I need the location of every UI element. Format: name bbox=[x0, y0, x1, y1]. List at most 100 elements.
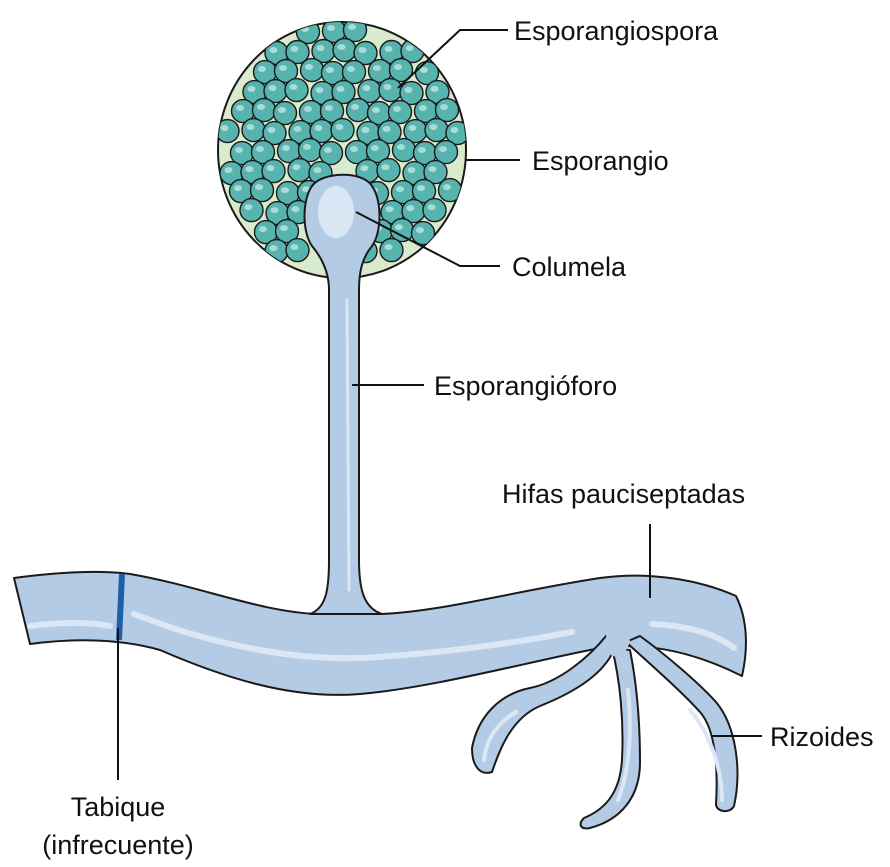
spore-highlight bbox=[419, 105, 427, 111]
spore-highlight bbox=[269, 85, 277, 91]
spore-highlight bbox=[361, 165, 369, 171]
spore-highlight bbox=[409, 125, 417, 131]
spore-highlight bbox=[221, 125, 229, 131]
spore-highlight bbox=[303, 144, 311, 150]
spore-highlight bbox=[371, 145, 379, 151]
spore bbox=[391, 219, 414, 242]
spore-highlight bbox=[336, 124, 344, 130]
spore-highlight bbox=[439, 146, 447, 152]
spore bbox=[320, 142, 343, 165]
spore-highlight bbox=[396, 186, 404, 192]
spore-highlight bbox=[362, 127, 370, 133]
spore-highlight bbox=[279, 65, 287, 71]
spore bbox=[435, 141, 458, 164]
spore-highlight bbox=[315, 125, 323, 131]
spore-highlight bbox=[327, 25, 335, 31]
label-hifas: Hifas pauciseptadas bbox=[502, 479, 745, 509]
spore bbox=[343, 61, 366, 84]
spore-highlight bbox=[405, 87, 413, 93]
spore bbox=[240, 199, 263, 222]
spore-highlight bbox=[351, 104, 359, 110]
spore-highlight bbox=[429, 166, 437, 172]
spore-highlight bbox=[293, 164, 301, 170]
spore-highlight bbox=[406, 45, 414, 51]
spore-highlight bbox=[383, 126, 391, 132]
spore bbox=[380, 239, 403, 262]
spore-highlight bbox=[291, 46, 299, 52]
spore-highlight bbox=[407, 205, 415, 211]
spore bbox=[251, 179, 274, 202]
spore-highlight bbox=[385, 244, 393, 250]
spore-highlight bbox=[394, 64, 402, 70]
spore-highlight bbox=[384, 84, 392, 90]
spore bbox=[377, 159, 400, 182]
spore bbox=[285, 79, 308, 102]
spore bbox=[393, 139, 416, 162]
columella-highlight bbox=[318, 186, 354, 238]
sporangiophore bbox=[305, 175, 383, 614]
spore-highlight bbox=[255, 184, 263, 190]
spore-highlight bbox=[257, 104, 265, 110]
spore-highlight bbox=[395, 224, 403, 230]
spore-highlight bbox=[314, 167, 322, 173]
spore-highlight bbox=[430, 124, 438, 130]
spore-highlight bbox=[326, 67, 334, 73]
spore-highlight bbox=[348, 24, 356, 30]
label-esporangioforo: Esporangióforo bbox=[434, 371, 617, 401]
spore-highlight bbox=[451, 127, 459, 133]
spore bbox=[436, 99, 459, 122]
spore-highlight bbox=[294, 126, 302, 132]
spore-highlight bbox=[247, 124, 255, 130]
spore-highlight bbox=[235, 147, 243, 153]
spore-highlight bbox=[338, 44, 346, 50]
spore-highlight bbox=[248, 86, 256, 92]
spore-highlight bbox=[258, 66, 266, 72]
spore bbox=[288, 159, 311, 182]
spore-highlight bbox=[304, 106, 312, 112]
label-esporangiospora: Esporangiospora bbox=[514, 16, 719, 46]
spore bbox=[423, 199, 446, 222]
label-esporangio: Esporangio bbox=[532, 146, 669, 176]
spore-highlight bbox=[440, 104, 448, 110]
spore bbox=[347, 99, 370, 122]
spore-highlight bbox=[316, 87, 324, 93]
spore-highlight bbox=[385, 46, 393, 52]
spore-highlight bbox=[267, 165, 275, 171]
septum bbox=[119, 574, 122, 640]
spore bbox=[412, 222, 435, 245]
spore-highlight bbox=[270, 245, 278, 251]
spore-highlight bbox=[280, 225, 288, 231]
spore bbox=[389, 101, 412, 124]
spore-highlight bbox=[282, 145, 290, 151]
spore-highlight bbox=[386, 206, 394, 212]
spore-highlight bbox=[393, 106, 401, 112]
spore-highlight bbox=[270, 47, 278, 53]
spore-highlight bbox=[428, 204, 436, 210]
spore-highlight bbox=[292, 206, 300, 212]
spore-highlight bbox=[234, 185, 242, 191]
stalk-highlight bbox=[347, 300, 349, 590]
spore-highlight bbox=[246, 166, 254, 172]
spore-highlight bbox=[443, 184, 451, 190]
spore-highlight bbox=[225, 167, 233, 173]
spore-highlight bbox=[420, 67, 428, 73]
spore bbox=[274, 102, 297, 125]
spore-highlight bbox=[347, 66, 355, 72]
spore bbox=[216, 120, 239, 143]
label-columela: Columela bbox=[512, 252, 627, 282]
spore-highlight bbox=[431, 86, 439, 92]
label-infrecuente: (infrecuente) bbox=[42, 830, 194, 860]
spore bbox=[242, 119, 265, 142]
spore-highlight bbox=[259, 226, 267, 232]
spore-highlight bbox=[359, 47, 367, 53]
spore-highlight bbox=[325, 105, 333, 111]
spore-highlight bbox=[417, 185, 425, 191]
spore-highlight bbox=[372, 107, 380, 113]
spore-highlight bbox=[278, 107, 286, 113]
spore-highlight bbox=[305, 64, 313, 70]
spore-highlight bbox=[350, 146, 358, 152]
spore bbox=[425, 119, 448, 142]
spore bbox=[253, 99, 276, 122]
spore-highlight bbox=[291, 244, 299, 250]
